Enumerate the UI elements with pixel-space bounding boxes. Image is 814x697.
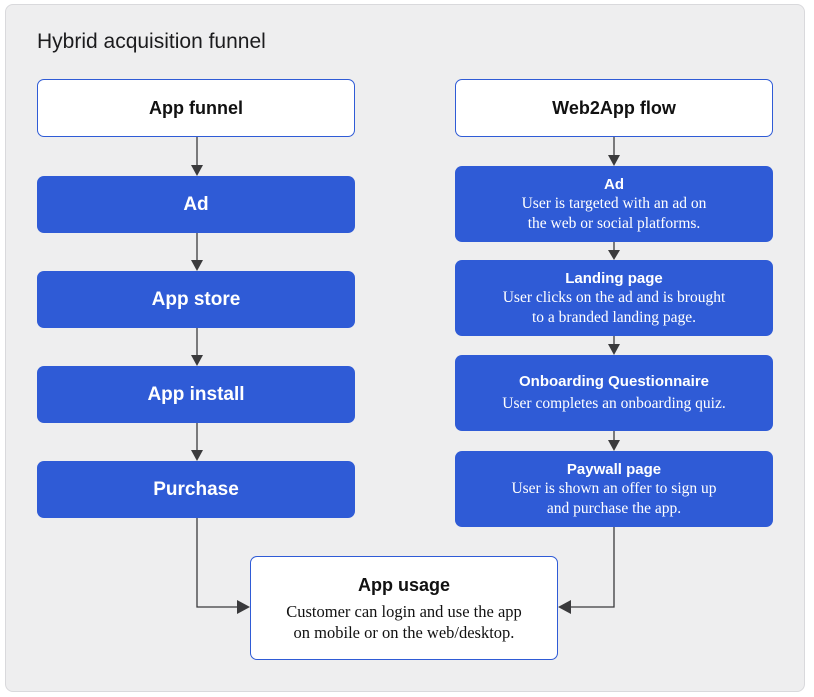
step-description: User is shown an offer to sign up: [511, 479, 717, 497]
web2app-step-paywall-page: Paywall page User is shown an offer to s…: [455, 451, 773, 527]
arrowhead-down: [191, 355, 203, 366]
step-description: User completes an onboarding quiz.: [502, 395, 726, 412]
arrowhead-down: [608, 440, 620, 451]
step-description: User is targeted with an ad on: [521, 194, 707, 212]
arrowhead-right: [237, 600, 250, 614]
app-funnel-header: App funnel: [37, 79, 355, 137]
step-label: Purchase: [153, 478, 239, 500]
step-title: Paywall page: [566, 460, 662, 478]
arrowhead-down: [191, 260, 203, 271]
step-description: the web or social platforms.: [527, 214, 701, 232]
step-title: Onboarding Questionnaire: [518, 373, 709, 390]
app-funnel-step-purchase: Purchase: [37, 461, 355, 518]
web2app-step-onboarding-questionnaire: Onboarding Questionnaire User completes …: [455, 355, 773, 431]
web2app-step-ad: Ad User is targeted with an ad on the we…: [455, 166, 773, 242]
arrowhead-left: [558, 600, 571, 614]
app-usage-box: App usage Customer can login and use the…: [250, 556, 558, 660]
diagram-title: Hybrid acquisition funnel: [37, 30, 266, 53]
step-title: Ad: [604, 175, 624, 193]
arrowhead-down: [191, 450, 203, 461]
step-description: User clicks on the ad and is brought: [502, 288, 726, 306]
arrowhead-down: [608, 250, 620, 260]
arrow-line: [571, 527, 615, 608]
app-funnel-step-app-install: App install: [37, 366, 355, 423]
app-usage-description: Customer can login and use the app: [286, 602, 522, 621]
step-description: to a branded landing page.: [532, 308, 696, 326]
step-description: and purchase the app.: [546, 499, 682, 517]
web2app-step-landing-page: Landing page User clicks on the ad and i…: [455, 260, 773, 336]
app-funnel-step-ad: Ad: [37, 176, 355, 233]
arrow-line: [196, 518, 237, 608]
arrowhead-down: [608, 344, 620, 355]
web2app-header-label: Web2App flow: [552, 97, 676, 118]
app-usage-description: on mobile or on the web/desktop.: [293, 623, 515, 642]
step-label: App store: [151, 288, 241, 310]
app-usage-title: App usage: [357, 575, 450, 595]
web2app-header: Web2App flow: [455, 79, 773, 137]
arrowhead-down: [191, 165, 203, 176]
step-label: App install: [147, 383, 245, 405]
app-funnel-step-app-store: App store: [37, 271, 355, 328]
step-title: Landing page: [565, 269, 663, 287]
app-funnel-header-label: App funnel: [149, 97, 243, 118]
step-label: Ad: [183, 193, 209, 215]
arrowhead-down: [608, 155, 620, 166]
